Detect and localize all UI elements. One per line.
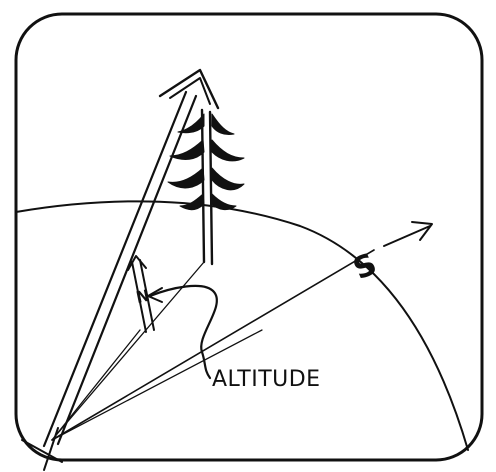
projection-line-tree bbox=[52, 262, 204, 440]
observer-stub bbox=[22, 428, 62, 470]
frame-border bbox=[16, 14, 482, 460]
projection-line-south bbox=[52, 250, 374, 440]
south-marker: S bbox=[348, 222, 432, 287]
south-marker-letter: S bbox=[348, 247, 382, 288]
altitude-pointer bbox=[148, 286, 217, 378]
altitude-label: ALTITUDE bbox=[212, 367, 321, 392]
tree bbox=[168, 110, 244, 264]
